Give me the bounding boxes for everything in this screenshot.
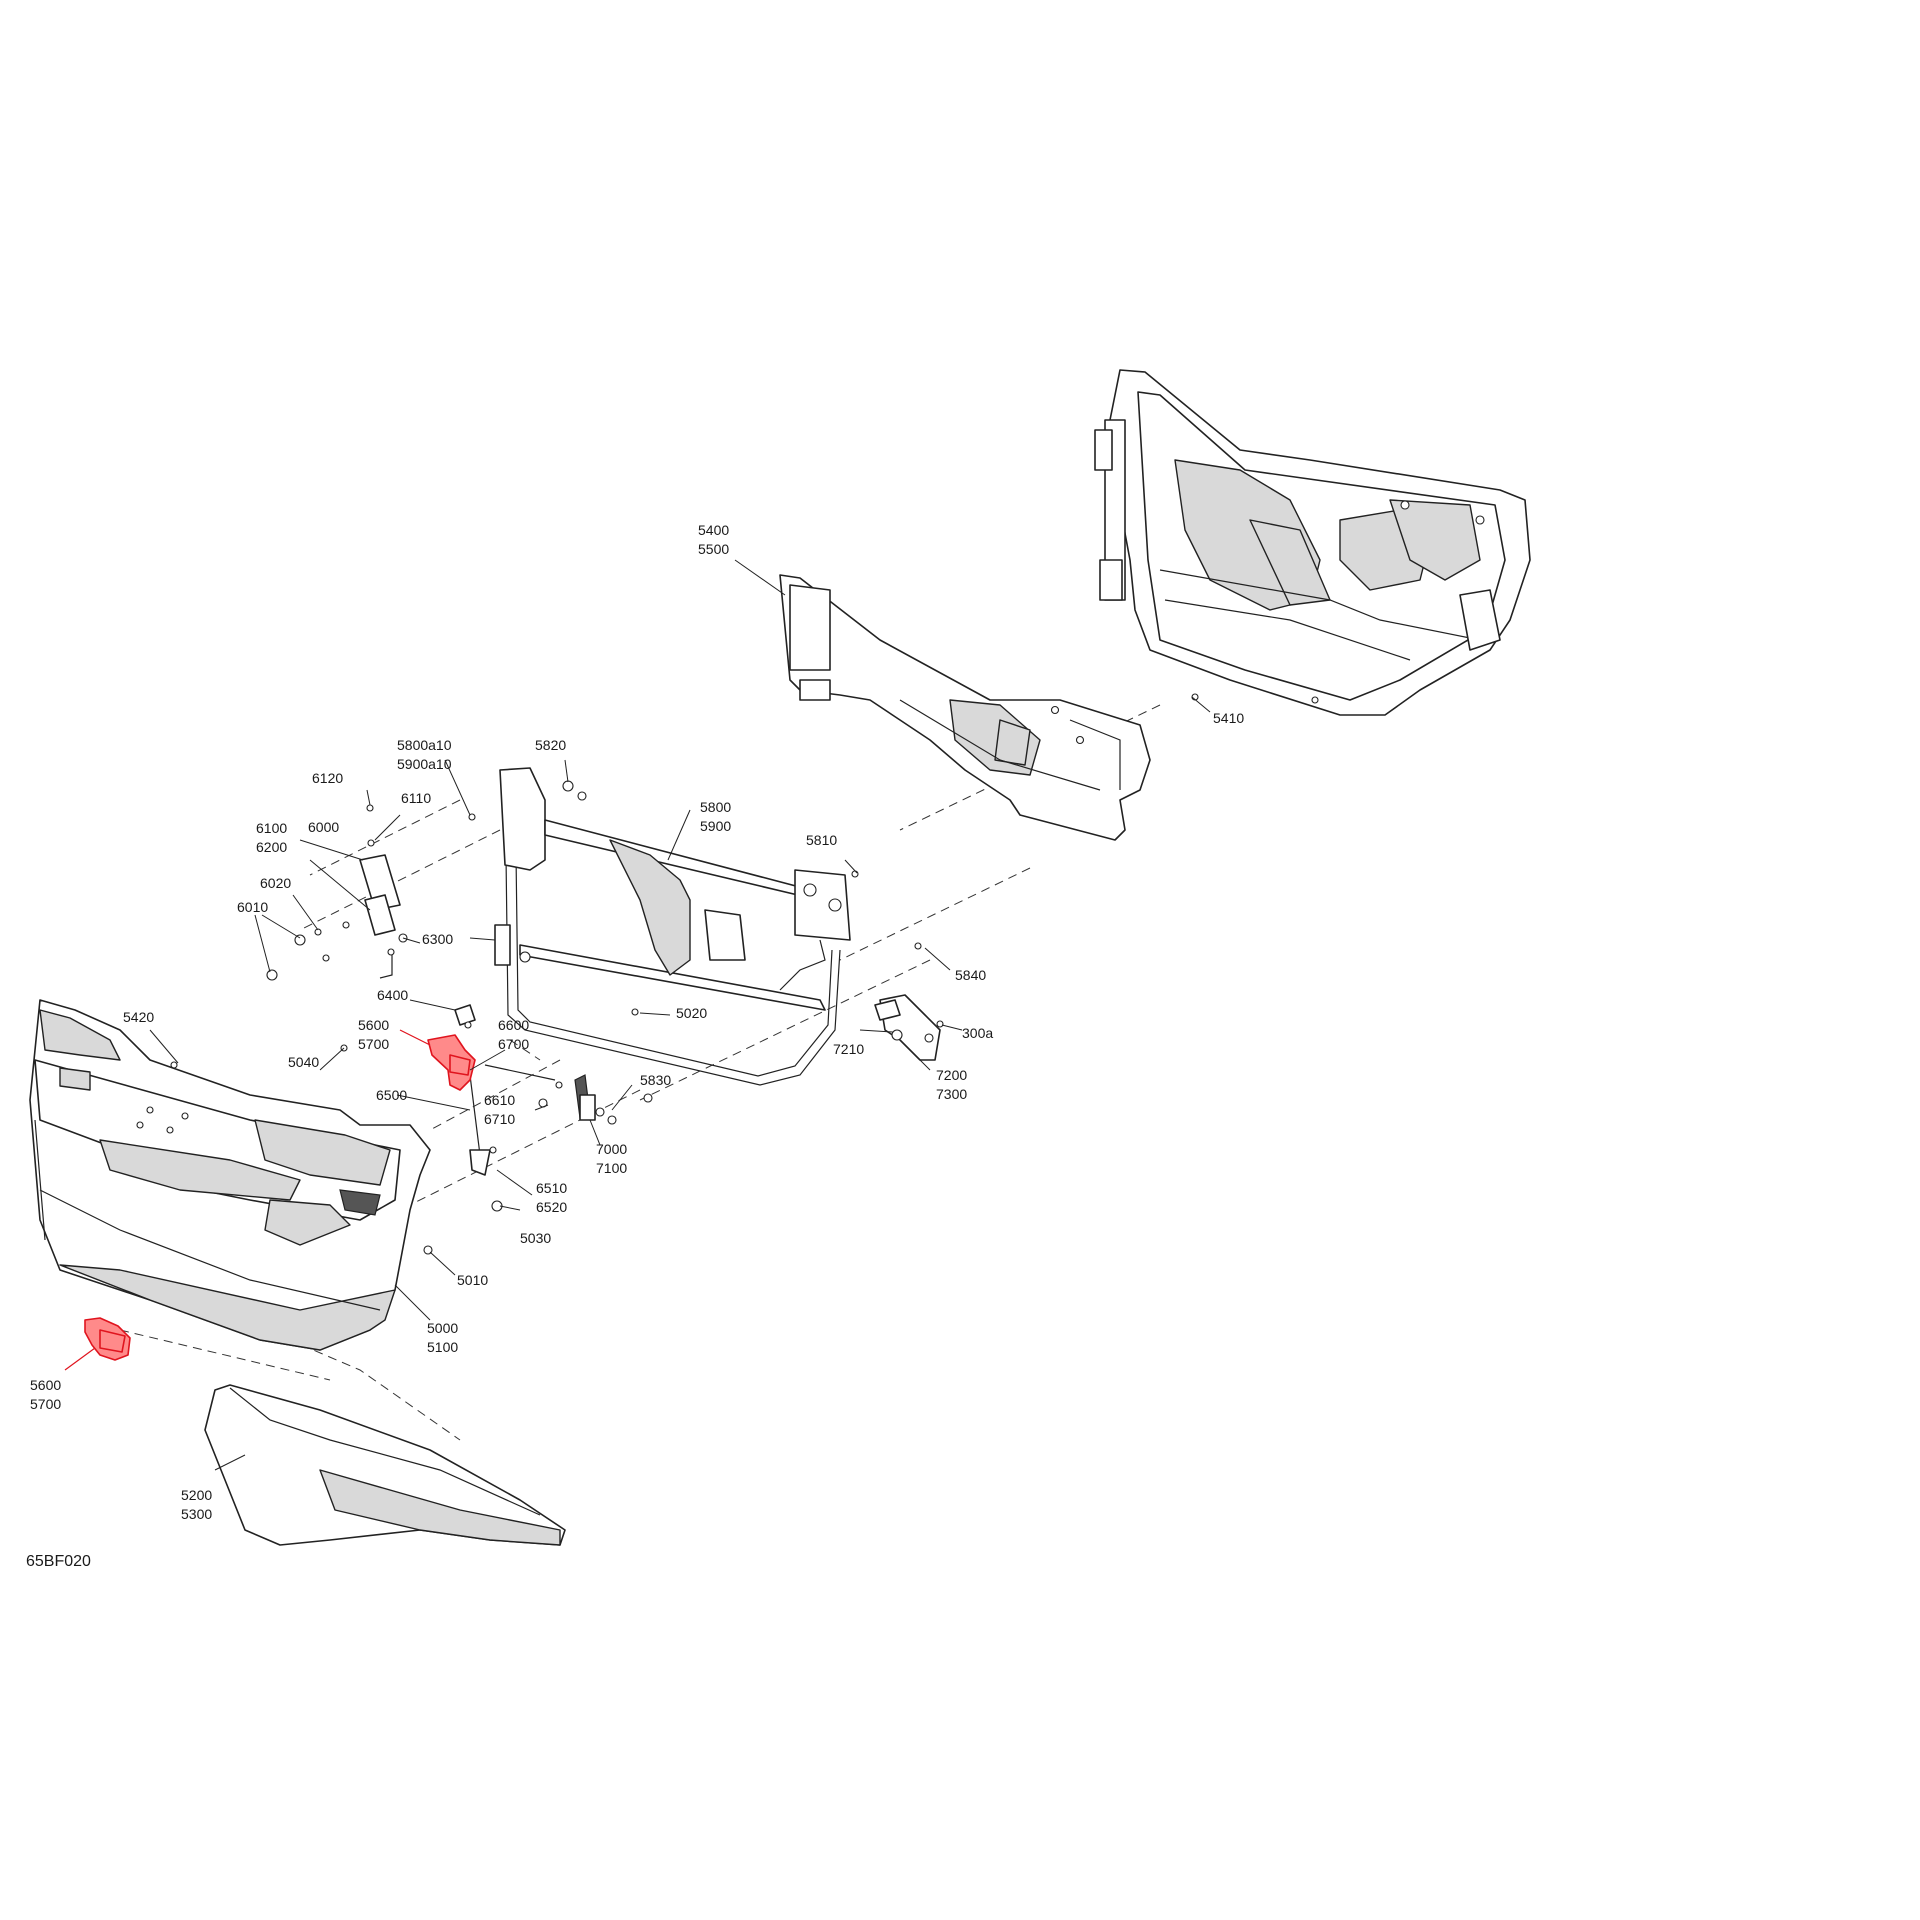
assembly-lines xyxy=(39,704,1161,1441)
latch-7200 xyxy=(874,994,944,1061)
door-frame-5800 xyxy=(494,767,851,1086)
label-5030: 5030 xyxy=(520,1230,551,1246)
label-5420: 5420 xyxy=(123,1009,154,1025)
label-5830: 5830 xyxy=(640,1072,671,1088)
label-5020: 5020 xyxy=(676,1005,707,1021)
inner-panel-5400 xyxy=(779,574,1151,841)
label-5820: 5820 xyxy=(535,737,566,753)
label-6400: 6400 xyxy=(377,987,408,1003)
label-6010: 6010 xyxy=(237,899,268,915)
label-6110: 6110 xyxy=(401,790,431,806)
label-5840: 5840 xyxy=(955,967,986,983)
label-300a: 300a xyxy=(962,1025,993,1041)
label-5040: 5040 xyxy=(288,1054,319,1070)
lower-trim-5200 xyxy=(204,1384,566,1546)
label-7210: 7210 xyxy=(833,1041,864,1057)
leader-lines xyxy=(64,559,1211,1471)
label-6000: 6000 xyxy=(308,819,339,835)
label-6500: 6500 xyxy=(376,1087,407,1103)
hinge-bracket-6000 xyxy=(266,780,587,981)
label-6020: 6020 xyxy=(260,875,291,891)
diagram-code: 65BF020 xyxy=(26,1553,91,1570)
highlighted-part-5600-lower xyxy=(84,1317,131,1361)
label-6120: 6120 xyxy=(312,770,343,786)
highlighted-part-5600-upper xyxy=(427,1034,476,1091)
label-6300: 6300 xyxy=(422,931,453,947)
door-panel-5000 xyxy=(29,999,431,1351)
label-5010: 5010 xyxy=(457,1272,488,1288)
label-5410: 5410 xyxy=(1213,710,1244,726)
label-5810: 5810 xyxy=(806,832,837,848)
door-assembly-upper xyxy=(1094,369,1531,716)
